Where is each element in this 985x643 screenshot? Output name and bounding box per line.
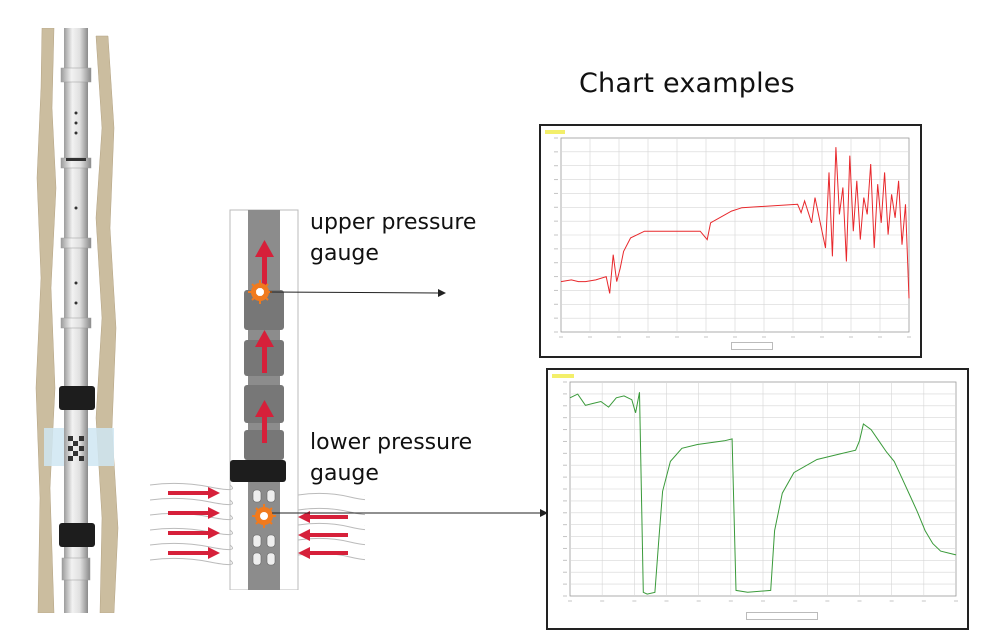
lower-gauge-label: lower pressure gauge [310,427,472,489]
upper-gauge-label-line1: upper pressure [310,210,477,235]
upper-gauge-icon [248,280,272,304]
lower-gauge-chart-plot [563,381,958,602]
upper-gauge-chart [539,124,922,358]
chart-title-tag [545,130,565,134]
page-title: Chart examples [579,68,795,99]
borehole-wall-right [95,35,119,613]
upper-packer [59,386,95,410]
series-line [569,392,957,595]
gauge-section-illustration [150,209,365,590]
lower-gauge-chart [546,368,969,630]
series-line [560,147,910,299]
upper-gauge-label-line2: gauge [310,241,379,266]
upper-gauge-label: upper pressure gauge [310,207,476,269]
inflow-arrows-right [298,511,348,559]
chart-legend [731,342,773,350]
chart-legend [746,612,818,620]
borehole-wall-left [35,28,57,613]
lower-gauge-label-line2: gauge [310,461,379,486]
lower-gauge-label-line1: lower pressure [310,430,473,455]
inflow-arrows-left [168,487,220,559]
chart-title-tag [552,374,574,378]
upper-gauge-chart-plot [554,137,911,338]
lower-gauge-icon [252,504,276,528]
packer [230,460,286,482]
lower-packer [59,523,95,547]
tool-string-illustration [35,28,119,613]
